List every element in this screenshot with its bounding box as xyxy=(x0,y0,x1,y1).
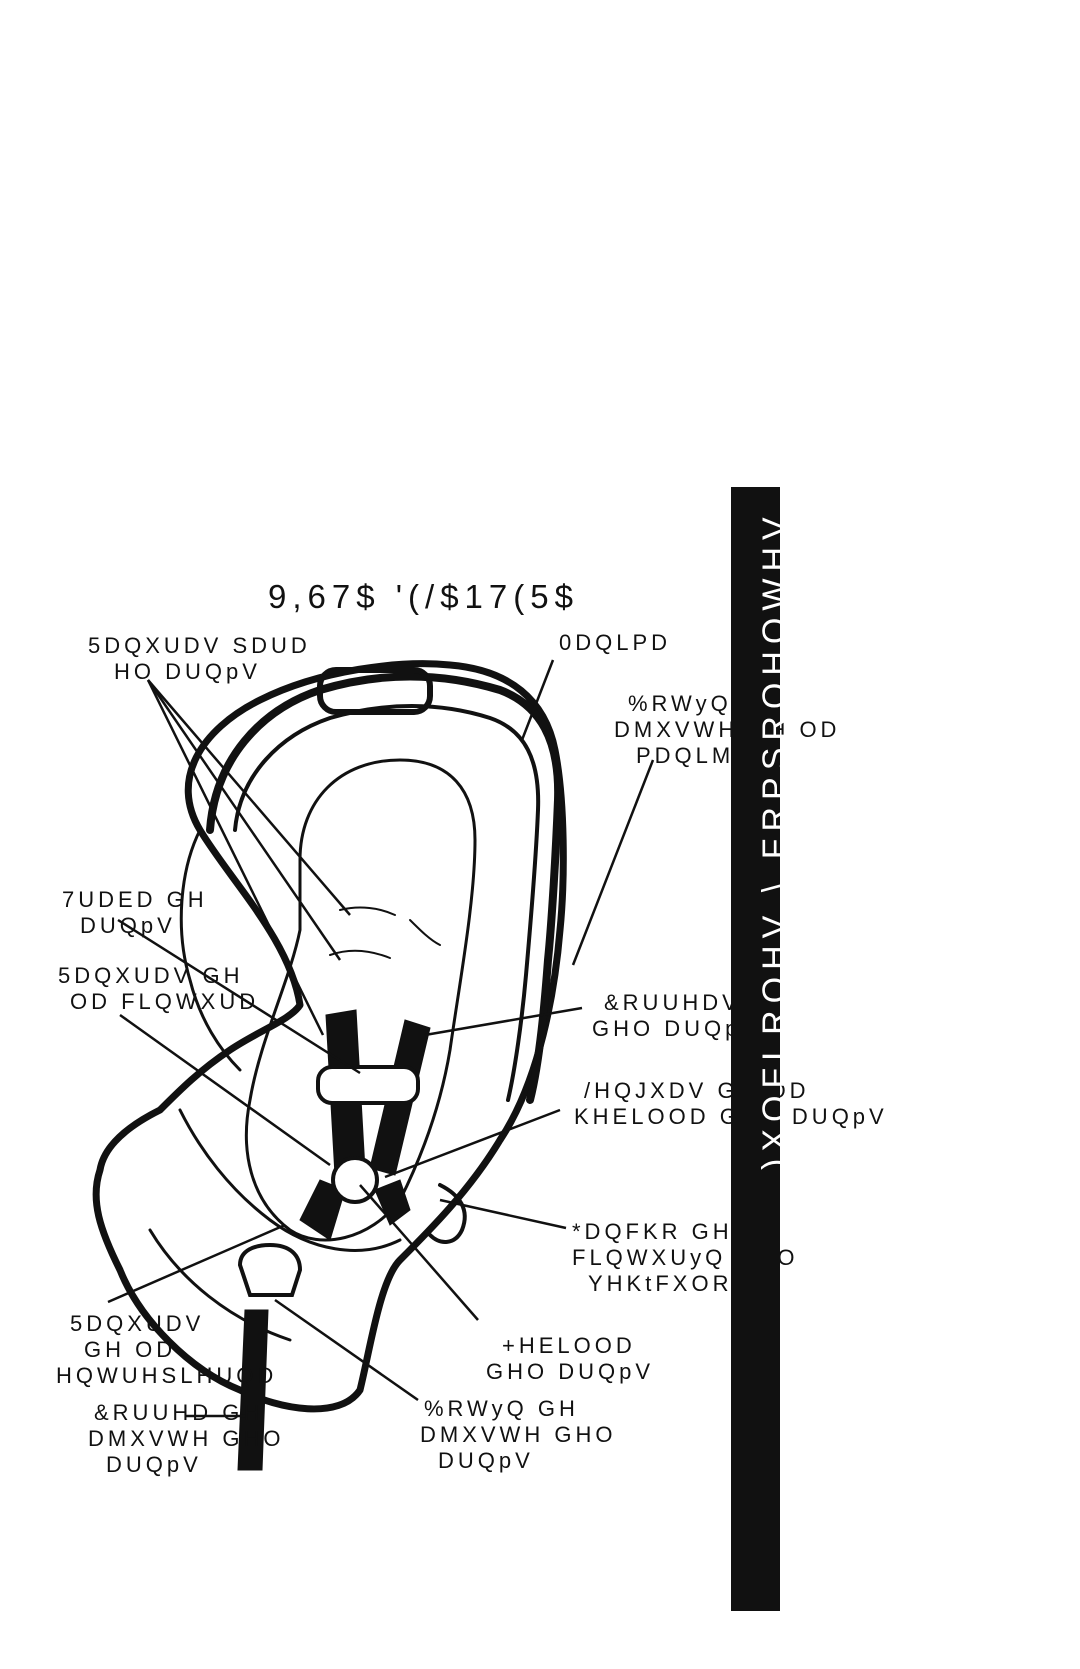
seat-pad-side xyxy=(178,1108,402,1252)
label-line: %RWyQ GH xyxy=(424,1396,579,1421)
section-side-band xyxy=(731,487,780,1611)
label-line: DUQpV xyxy=(80,913,176,938)
label-line: GHO DUQpV xyxy=(486,1359,655,1384)
page-title: 9,67$ '(/$17(5$ xyxy=(268,578,579,615)
leader-harness-slots-c xyxy=(146,679,325,1036)
leader-harness-slots-a xyxy=(147,679,351,916)
handle-grip xyxy=(317,667,433,715)
seat-base-line xyxy=(148,1228,292,1342)
seat-pad-wrinkle-3 xyxy=(409,919,441,946)
leader-buckle xyxy=(359,1184,479,1321)
label-line: 5DQXUDV xyxy=(70,1311,205,1336)
leader-harness-slots-b xyxy=(146,679,342,961)
label-line: OD FLQWXUD xyxy=(70,989,260,1014)
label-line: DUQpV xyxy=(438,1448,534,1473)
label-line: DMXVWH GH OD xyxy=(614,717,841,742)
label-line: &RUUHDV xyxy=(604,990,741,1015)
label-line: 5DQXUDV SDUD xyxy=(88,633,311,658)
leader-handle xyxy=(520,659,555,741)
adjust-button-cover xyxy=(237,1242,303,1297)
section-side-band-title: )XQFLRQHV \ FRPSRQHQWHV xyxy=(756,510,794,1170)
label-line: +HELOOD xyxy=(502,1333,636,1358)
seat-handle xyxy=(206,672,563,1104)
label-line: DMXVWH GHO xyxy=(88,1426,285,1451)
leader-handle-button xyxy=(571,759,655,966)
label-line: &RUUHD GH xyxy=(94,1400,264,1425)
leader-buckle-tongue xyxy=(384,1108,561,1179)
label-line: DMXVWH GHO xyxy=(420,1422,617,1447)
label-line: GH OD xyxy=(84,1337,177,1362)
leader-belt-slots xyxy=(119,1013,331,1167)
label-line: HO DUQpV xyxy=(114,659,261,684)
label-line: DUQpV xyxy=(106,1452,202,1477)
label-line: 7UDED GH xyxy=(62,887,208,912)
leader-crotch-slot xyxy=(107,1223,286,1304)
seat-shell-outline xyxy=(92,660,567,1413)
leader-harness-clip xyxy=(117,918,361,1075)
chest-clip xyxy=(316,1065,420,1105)
harness-strap-lower-right xyxy=(374,1179,411,1226)
side-belt-hook xyxy=(428,1183,467,1244)
label-handle: 0DQLPD xyxy=(559,630,672,655)
label-line: HQWUHSLHUQD xyxy=(56,1363,278,1388)
leader-harness-strap xyxy=(424,1006,583,1037)
seat-wing-left xyxy=(179,828,242,1072)
leader-adjust-button xyxy=(274,1298,419,1402)
seat-handle-inner xyxy=(233,704,541,1102)
leader-belt-hook xyxy=(439,1198,567,1230)
label-line: YHKtFXOR xyxy=(588,1271,733,1296)
label-line: 5DQXUDV GH xyxy=(58,963,244,988)
seat-pad xyxy=(244,758,477,1242)
